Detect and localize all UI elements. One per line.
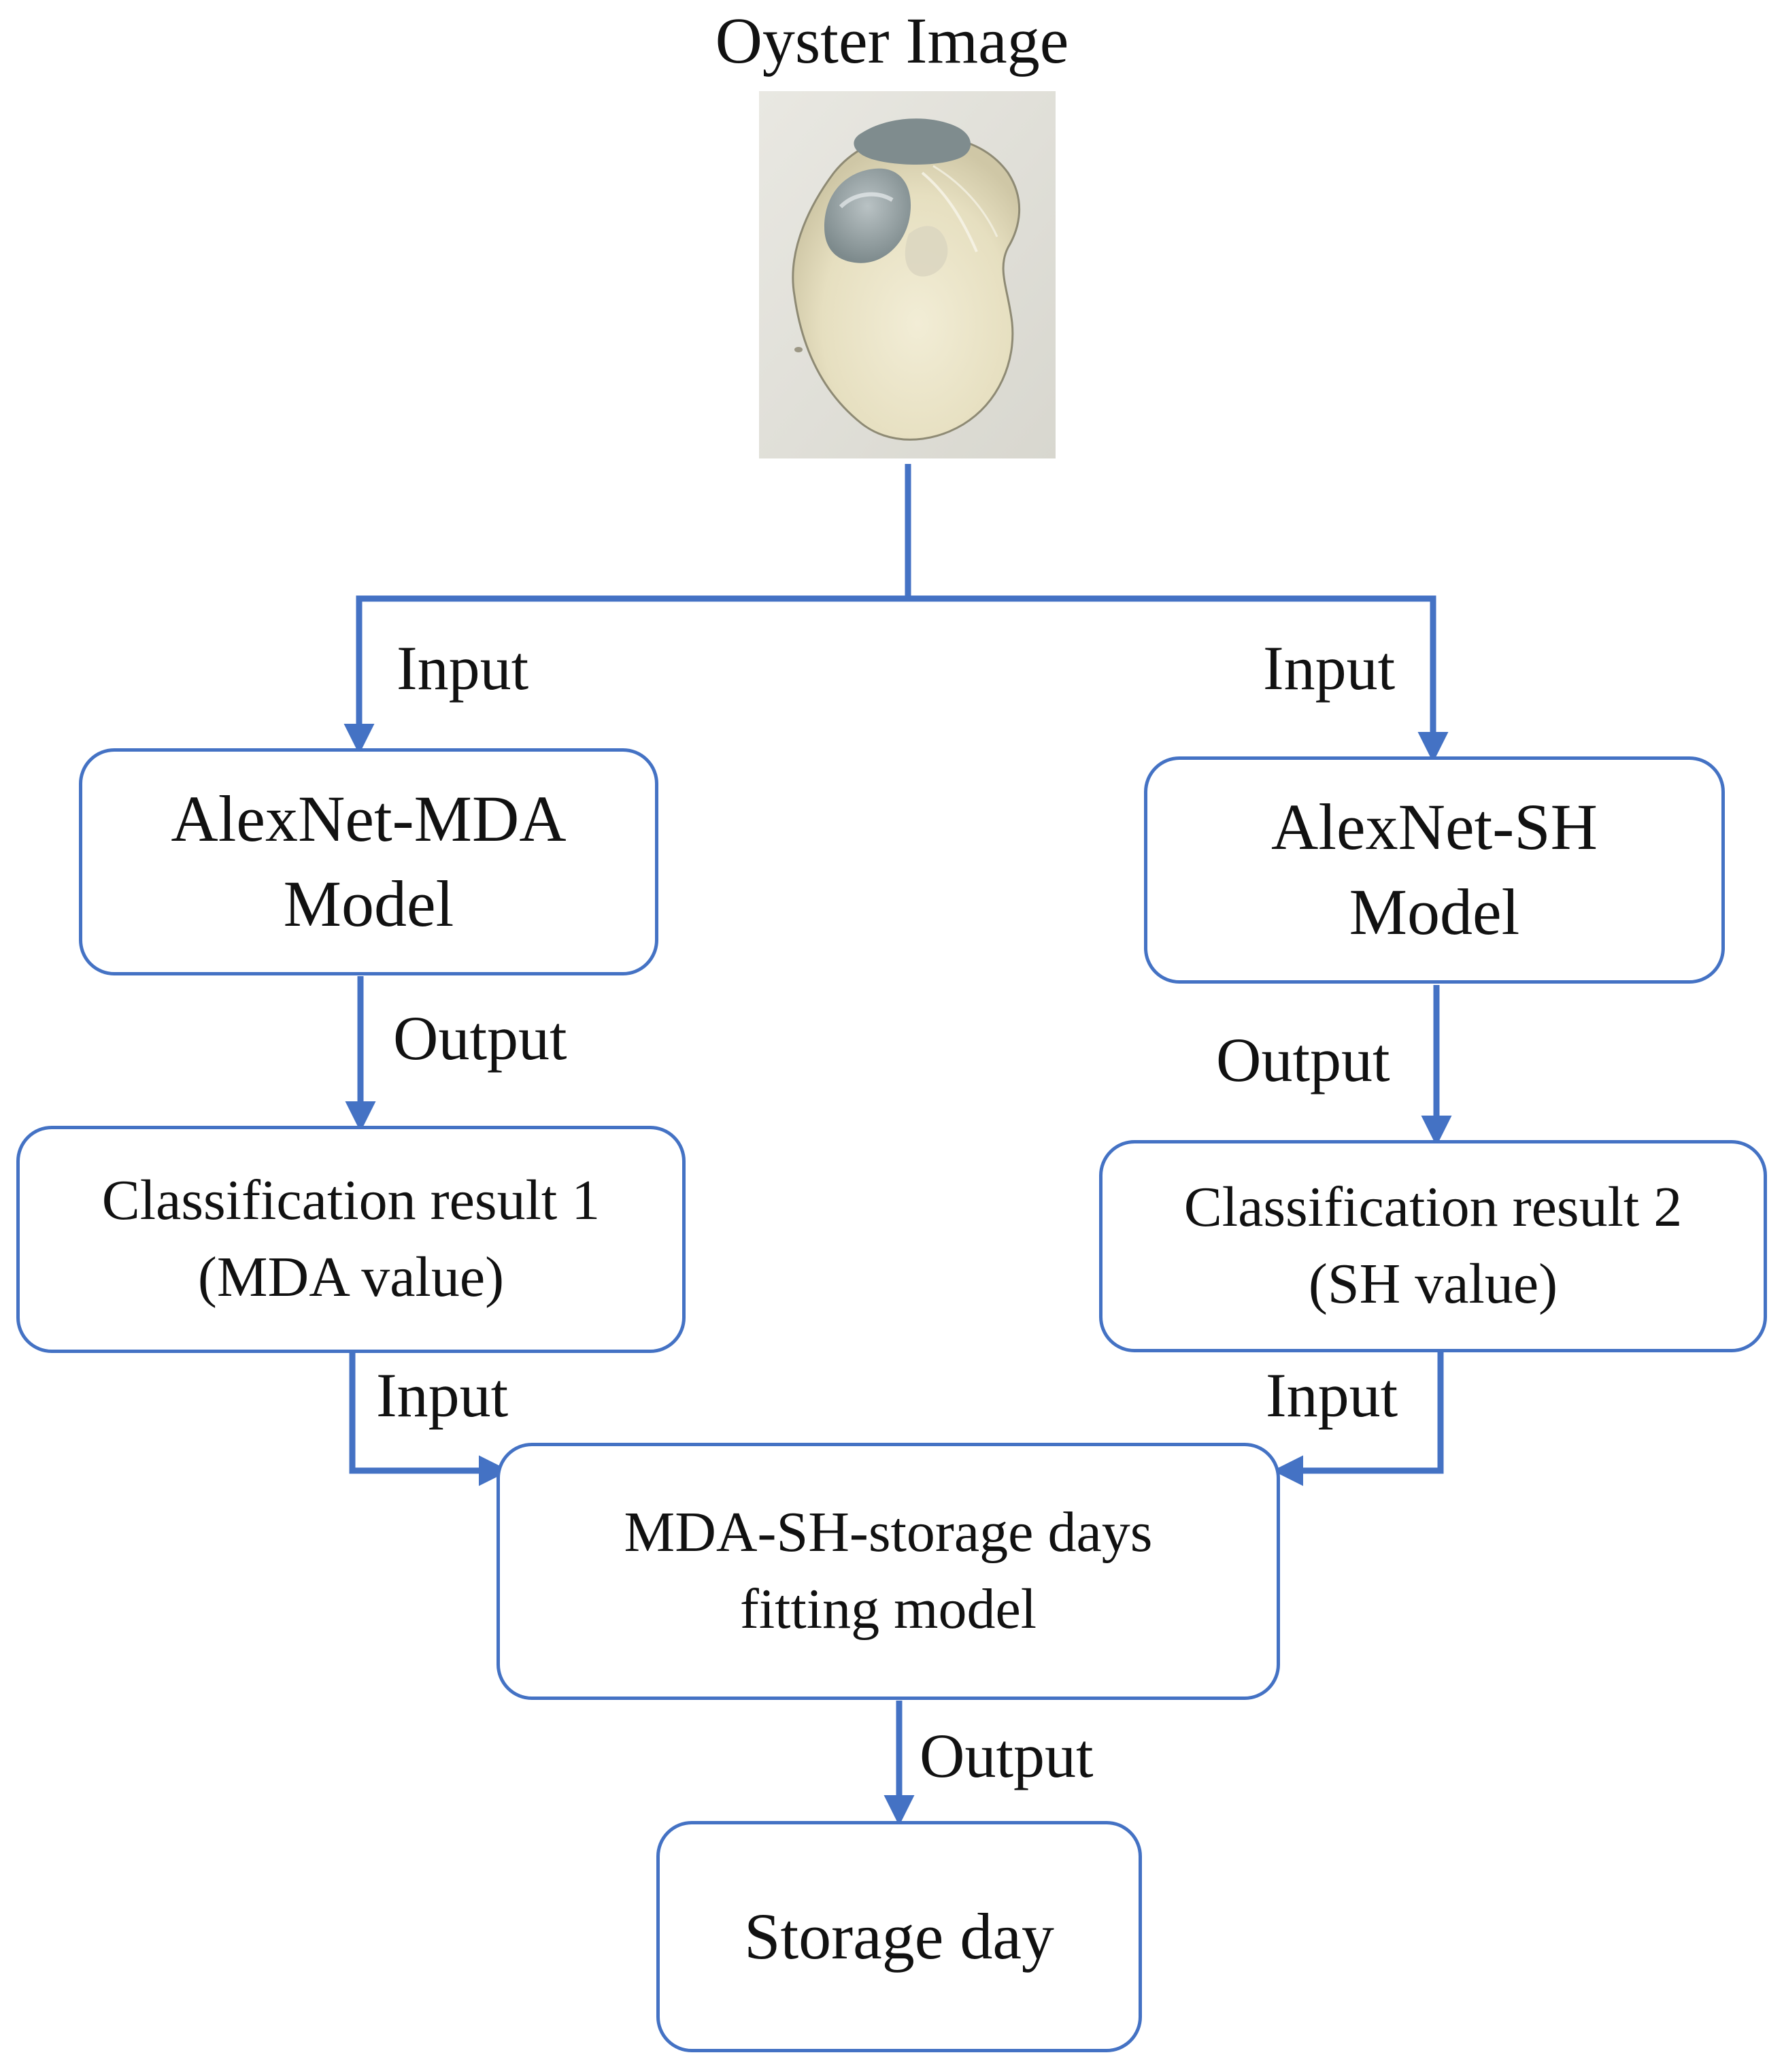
- alexnet-mda-title: AlexNet-MDA: [171, 782, 567, 856]
- connector-split-to-alexnet-sh: [908, 595, 1449, 763]
- alexnet-sh-subtitle: Model: [1349, 875, 1520, 948]
- classification-result-2-subtitle: (SH value): [1308, 1252, 1558, 1316]
- edge-label-input-left-top: Input: [397, 633, 529, 703]
- edge-label-output-left: Output: [393, 1003, 567, 1073]
- fitting-model-title: MDA-SH-storage days: [624, 1501, 1153, 1565]
- mda-sh-fitting-model-box: MDA-SH-storage days fitting model: [497, 1443, 1280, 1700]
- alexnet-sh-title: AlexNet-SH: [1271, 790, 1598, 864]
- edge-label-input-left-bottom: Input: [376, 1360, 509, 1430]
- classification-result-2-title: Classification result 2: [1183, 1175, 1683, 1239]
- connector-split-to-alexnet-mda: [343, 595, 908, 754]
- edge-label-input-right-bottom: Input: [1266, 1360, 1398, 1430]
- alexnet-mda-model-box: AlexNet-MDA Model: [79, 748, 658, 975]
- classification-result-1-title: Classification result 1: [101, 1169, 601, 1233]
- diagram-title: Oyster Image: [715, 4, 1069, 77]
- connector-classification-2-to-fitting: [1273, 1352, 1444, 1486]
- classification-result-1-subtitle: (MDA value): [197, 1246, 505, 1309]
- alexnet-sh-model-box: AlexNet-SH Model: [1144, 756, 1725, 984]
- alexnet-mda-subtitle: Model: [283, 867, 454, 940]
- classification-result-2-box: Classification result 2 (SH value): [1099, 1140, 1767, 1352]
- oyster-image: [759, 91, 1056, 458]
- edge-label-output-right: Output: [1216, 1025, 1390, 1095]
- edge-label-output-bottom: Output: [920, 1721, 1094, 1790]
- connector-classification-1-to-fitting: [349, 1352, 509, 1486]
- fitting-model-subtitle: fitting model: [739, 1577, 1037, 1641]
- edge-label-input-right-top: Input: [1263, 633, 1396, 703]
- storage-day-box: Storage day: [656, 1821, 1142, 2052]
- storage-day-label: Storage day: [744, 1899, 1054, 1973]
- classification-result-1-box: Classification result 1 (MDA value): [16, 1126, 686, 1353]
